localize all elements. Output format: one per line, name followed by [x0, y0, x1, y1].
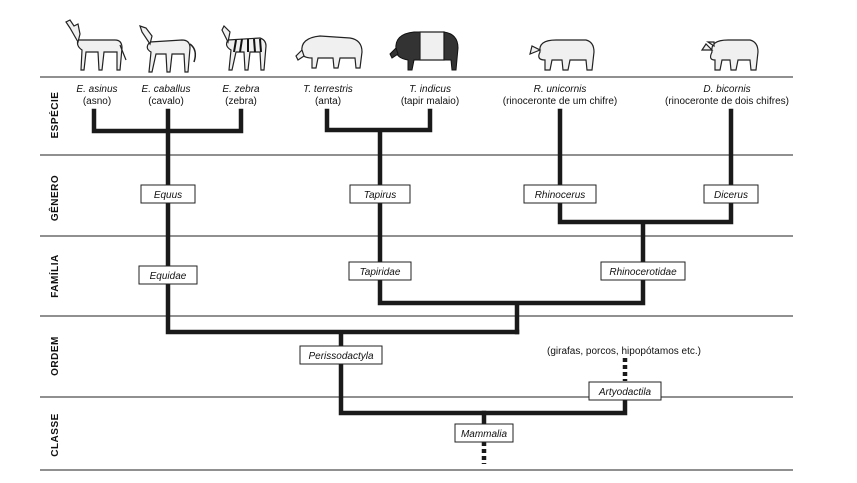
- tapir-icon: [295, 35, 363, 69]
- family-label-equidae: Equidae: [150, 271, 187, 282]
- family-box-tapiridae: [348, 261, 412, 281]
- rank-label-ordem: ORDEM: [50, 336, 61, 376]
- donkey-icon: [65, 19, 127, 71]
- family-label-tapiridae: Tapiridae: [360, 267, 401, 278]
- order-label-perissodactyla: Perissodactyla: [308, 351, 373, 362]
- rank-label-genero: GÊNERO: [48, 175, 61, 221]
- genus-label-tapirus: Tapirus: [364, 190, 396, 201]
- malayan-tapir-icon: [389, 31, 459, 71]
- species-common-2: (zebra): [225, 96, 257, 107]
- genus-label-equus: Equus: [154, 190, 182, 201]
- order-label-artyodactila: Artyodactila: [598, 387, 652, 398]
- rank-label-familia: FAMÍLIA: [48, 254, 61, 298]
- species-scientific-6: D. bicornis: [703, 84, 750, 95]
- species-scientific-2: E. zebra: [222, 84, 260, 95]
- species-common-5: (rinoceronte de um chifre): [503, 96, 618, 107]
- horse-icon: [139, 25, 197, 73]
- species-common-6: (rinoceronte de dois chifres): [665, 96, 789, 107]
- genus-box-rhinocerus: [523, 184, 597, 204]
- rank-label-classe: CLASSE: [50, 413, 61, 457]
- tree-connector-tapiridae-rhino: [377, 277, 646, 335]
- species-scientific-1: E. caballus: [142, 84, 191, 95]
- species-common-4: (tapir malaio): [401, 96, 459, 107]
- genus-box-dicerus: [703, 184, 759, 204]
- order-box-artyodactila: [588, 381, 662, 401]
- family-box-rhinocerotidae: [600, 261, 686, 281]
- artiodactyla-examples-note: (girafas, porcos, hipopótamos etc.): [547, 346, 701, 357]
- genus-box-equus: [140, 184, 196, 204]
- class-label-mammalia: Mammalia: [461, 429, 508, 440]
- family-box-equidae: [138, 265, 198, 285]
- tree-connector-tapirus: [324, 108, 433, 188]
- tree-connector-equus: [91, 108, 244, 188]
- species-scientific-0: E. asinus: [76, 84, 117, 95]
- genus-label-rhinocerus: Rhinocerus: [535, 190, 586, 201]
- one-horned-rhino-icon: [529, 39, 595, 71]
- rank-label-especie: ESPÉCIE: [48, 92, 61, 139]
- species-scientific-4: T. indicus: [409, 84, 451, 95]
- species-common-0: (asno): [83, 96, 111, 107]
- tree-connector-perissodactyla: [165, 281, 520, 349]
- species-common-3: (anta): [315, 96, 341, 107]
- two-horned-rhino-icon: [700, 39, 759, 71]
- genus-box-tapirus: [349, 184, 411, 204]
- class-box-mammalia: [454, 423, 514, 443]
- family-label-rhinocerotidae: Rhinocerotidae: [609, 267, 677, 278]
- genus-label-dicerus: Dicerus: [714, 190, 748, 201]
- zebra-icon: [221, 24, 267, 71]
- species-scientific-5: R. unicornis: [534, 84, 587, 95]
- tree-connector-mammalia: [338, 361, 628, 416]
- tree-connector-rhinocerotidae: [557, 200, 734, 265]
- order-box-perissodactyla: [299, 345, 383, 365]
- species-scientific-3: T. terrestris: [303, 84, 353, 95]
- species-common-1: (cavalo): [148, 96, 184, 107]
